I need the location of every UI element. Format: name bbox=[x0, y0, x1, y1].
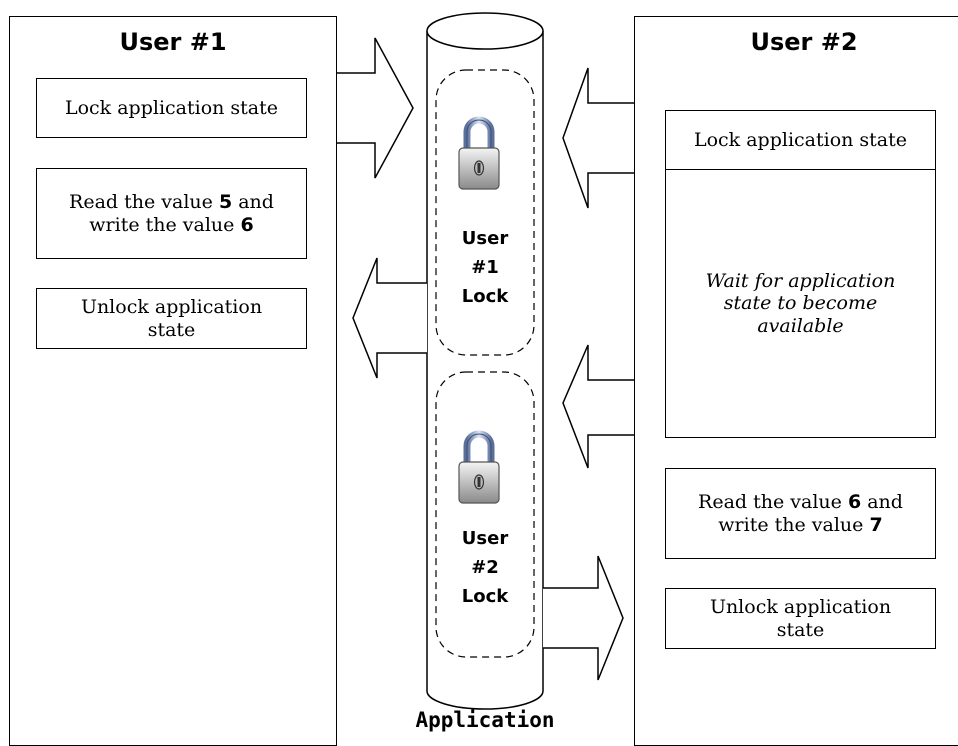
user2-lock-label: User #2 Lock bbox=[461, 528, 509, 607]
user2-lock-container bbox=[435, 371, 535, 658]
user2-wait-step: Wait for application state to become ava… bbox=[665, 169, 936, 438]
user1-unlock-step: Unlock application state bbox=[36, 288, 307, 349]
user2-unlock-step-text: Unlock application state bbox=[709, 596, 892, 641]
application-label: Application bbox=[415, 708, 555, 732]
user2-lock-step-text: Lock application state bbox=[693, 129, 908, 152]
user1-lock-label: User #1 Lock bbox=[461, 228, 509, 307]
arrow-right-icon bbox=[337, 37, 414, 179]
user1-lock-step-text: Lock application state bbox=[64, 96, 279, 119]
user1-title: User #1 bbox=[119, 28, 227, 56]
user2-lock-step: Lock application state bbox=[665, 110, 936, 171]
user2-read-write-text: Read the value 6 and write the value 7 bbox=[698, 491, 903, 536]
padlock-icon bbox=[458, 430, 500, 504]
user2-read-value: 6 bbox=[847, 491, 862, 514]
arrow-left-icon bbox=[352, 257, 427, 379]
application-cylinder bbox=[426, 12, 544, 710]
user1-unlock-step-text: Unlock application state bbox=[80, 296, 263, 341]
user1-lock-step: Lock application state bbox=[36, 78, 307, 138]
user1-lock-container bbox=[435, 69, 535, 356]
user2-write-value: 7 bbox=[869, 513, 883, 536]
padlock-icon bbox=[458, 116, 500, 190]
user1-read-write-text: Read the value 5 and write the value 6 bbox=[69, 191, 274, 236]
user2-unlock-step: Unlock application state bbox=[665, 588, 936, 649]
user2-title: User #2 bbox=[750, 28, 858, 56]
user1-read-write-step: Read the value 5 and write the value 6 bbox=[36, 168, 307, 259]
user1-read-value: 5 bbox=[218, 191, 233, 214]
arrow-left-icon bbox=[562, 67, 634, 209]
user2-wait-text: Wait for application state to become ava… bbox=[705, 269, 896, 337]
user2-read-write-step: Read the value 6 and write the value 7 bbox=[665, 468, 936, 559]
arrow-right-icon bbox=[543, 555, 624, 681]
arrow-left-icon bbox=[562, 344, 634, 469]
user1-write-value: 6 bbox=[240, 213, 254, 236]
